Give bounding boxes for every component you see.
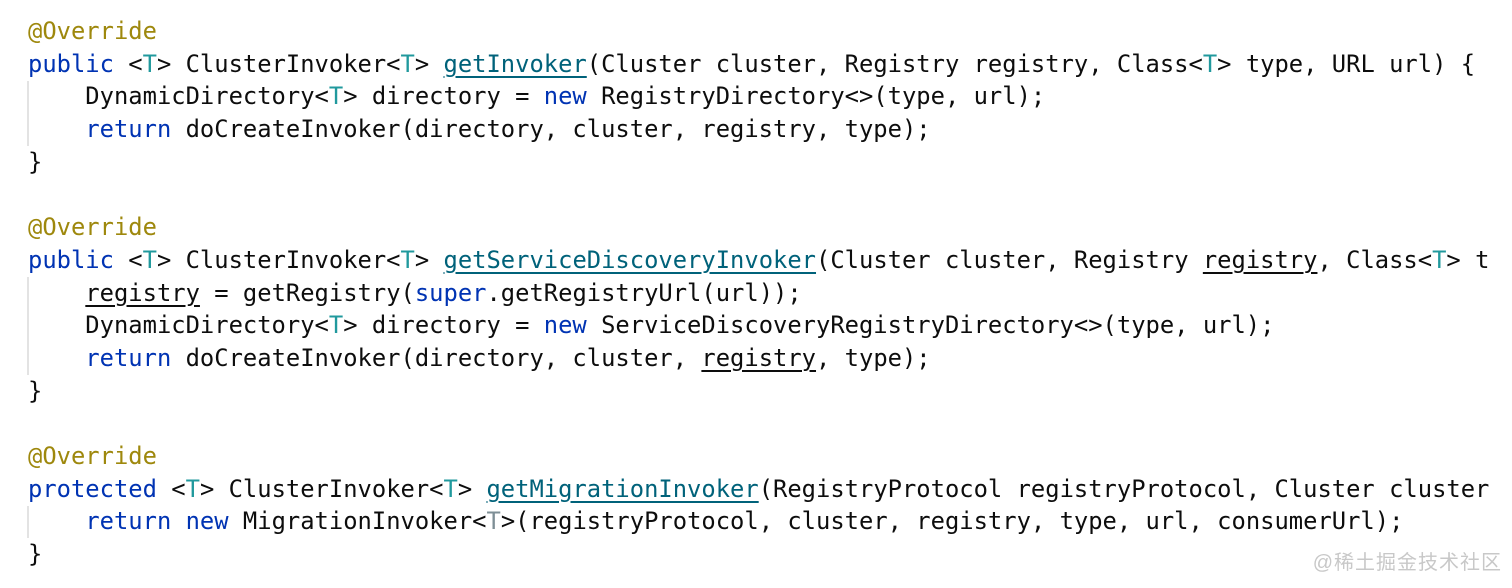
- indent-guide: [27, 81, 29, 146]
- code-token: > type, URL url) {: [1217, 49, 1476, 78]
- code-token: [28, 507, 85, 535]
- code-token: MigrationInvoker<: [228, 507, 487, 536]
- code-token: >: [414, 245, 444, 274]
- code-token: [171, 507, 185, 535]
- code-token: getServiceDiscoveryInvoker: [443, 245, 817, 274]
- code-token: T: [400, 245, 415, 274]
- code-token: getInvoker: [443, 49, 587, 78]
- code-line[interactable]: @Override: [28, 15, 1489, 48]
- code-token: >: [457, 474, 487, 503]
- code-token: @Override: [28, 441, 157, 470]
- code-token: T: [142, 245, 157, 274]
- code-token: (Cluster cluster, Registry registry, Cla…: [586, 49, 1203, 78]
- code-line[interactable]: @Override: [28, 440, 1489, 473]
- code-token: protected: [28, 474, 157, 503]
- code-token: > directory =: [343, 82, 544, 111]
- code-token: T: [1432, 245, 1447, 274]
- code-token: new: [185, 507, 229, 536]
- code-token: (RegistryProtocol registryProtocol, Clus…: [758, 474, 1490, 503]
- code-token: [28, 115, 85, 143]
- code-token: public: [28, 245, 114, 274]
- code-token: T: [185, 474, 200, 503]
- code-token: T: [486, 507, 501, 536]
- code-token: <: [113, 245, 143, 274]
- code-token: >: [414, 49, 444, 78]
- code-token: ServiceDiscoveryRegistryDirectory<>(type…: [586, 311, 1275, 340]
- code-token: , type);: [816, 343, 931, 372]
- code-token: getMigrationInvoker: [486, 474, 759, 503]
- code-token: registry: [85, 278, 200, 307]
- code-token: doCreateInvoker(directory, cluster, regi…: [171, 115, 931, 144]
- code-line[interactable]: [28, 178, 1489, 211]
- code-line[interactable]: [28, 407, 1489, 440]
- code-token: <: [156, 474, 186, 503]
- code-token: DynamicDirectory<: [28, 311, 329, 340]
- code-token: > ClusterInvoker<: [199, 474, 444, 503]
- code-token: registry: [1202, 245, 1318, 274]
- code-line[interactable]: protected <T> ClusterInvoker<T> getMigra…: [28, 473, 1489, 506]
- code-token: > ClusterInvoker<: [156, 49, 401, 78]
- code-token: doCreateInvoker(directory, cluster,: [171, 343, 702, 372]
- code-token: }: [28, 376, 43, 405]
- watermark: @稀土掘金技术社区: [1312, 552, 1502, 574]
- code-token: }: [28, 540, 43, 568]
- code-token: public: [28, 49, 114, 78]
- code-line[interactable]: return new MigrationInvoker<T>(registryP…: [28, 505, 1489, 538]
- code-line[interactable]: }: [28, 375, 1489, 408]
- code-token: > directory =: [343, 311, 544, 340]
- code-token: T: [328, 311, 344, 340]
- code-token: new: [543, 82, 587, 111]
- code-line[interactable]: registry = getRegistry(super.getRegistry…: [28, 277, 1489, 310]
- code-token: return: [85, 115, 172, 144]
- code-token: return: [85, 507, 172, 536]
- code-token: , Class<: [1317, 245, 1433, 274]
- code-token: T: [328, 82, 344, 111]
- code-line[interactable]: return doCreateInvoker(directory, cluste…: [28, 342, 1489, 375]
- code-token: > ClusterInvoker<: [156, 245, 401, 274]
- code-token: RegistryDirectory<>(type, url);: [586, 82, 1046, 111]
- code-token: T: [142, 49, 157, 78]
- code-line[interactable]: @Override: [28, 211, 1489, 244]
- code-token: T: [1202, 49, 1218, 78]
- code-token: registry: [701, 343, 817, 372]
- code-token: return: [85, 343, 172, 372]
- code-token: .getRegistryUrl(url));: [486, 278, 802, 307]
- code-line[interactable]: }: [28, 146, 1489, 179]
- code-token: super: [414, 278, 487, 307]
- code-line[interactable]: DynamicDirectory<T> directory = new Serv…: [28, 309, 1489, 342]
- code-line[interactable]: DynamicDirectory<T> directory = new Regi…: [28, 80, 1489, 113]
- code-token: T: [400, 49, 415, 78]
- code-line[interactable]: }: [28, 538, 1489, 571]
- code-token: <: [113, 49, 143, 78]
- code-token: @Override: [28, 213, 157, 242]
- code-line[interactable]: public <T> ClusterInvoker<T> getServiceD…: [28, 244, 1489, 277]
- code-token: >(registryProtocol, cluster, registry, t…: [500, 507, 1404, 536]
- indent-guide: [27, 506, 29, 538]
- indent-guide: [27, 277, 29, 375]
- code-token: (Cluster cluster, Registry: [816, 245, 1203, 274]
- code-line[interactable]: public <T> ClusterInvoker<T> getInvoker(…: [28, 48, 1489, 81]
- code-token: [28, 344, 85, 372]
- code-token: = getRegistry(: [199, 278, 415, 307]
- code-line[interactable]: return doCreateInvoker(directory, cluste…: [28, 113, 1489, 146]
- code-token: }: [28, 147, 43, 176]
- code-token: new: [543, 311, 587, 340]
- code-token: @Override: [28, 17, 157, 45]
- code-token: > t: [1446, 245, 1490, 274]
- code-token: [28, 279, 85, 307]
- code-token: DynamicDirectory<: [28, 82, 329, 111]
- code-token: T: [443, 474, 458, 503]
